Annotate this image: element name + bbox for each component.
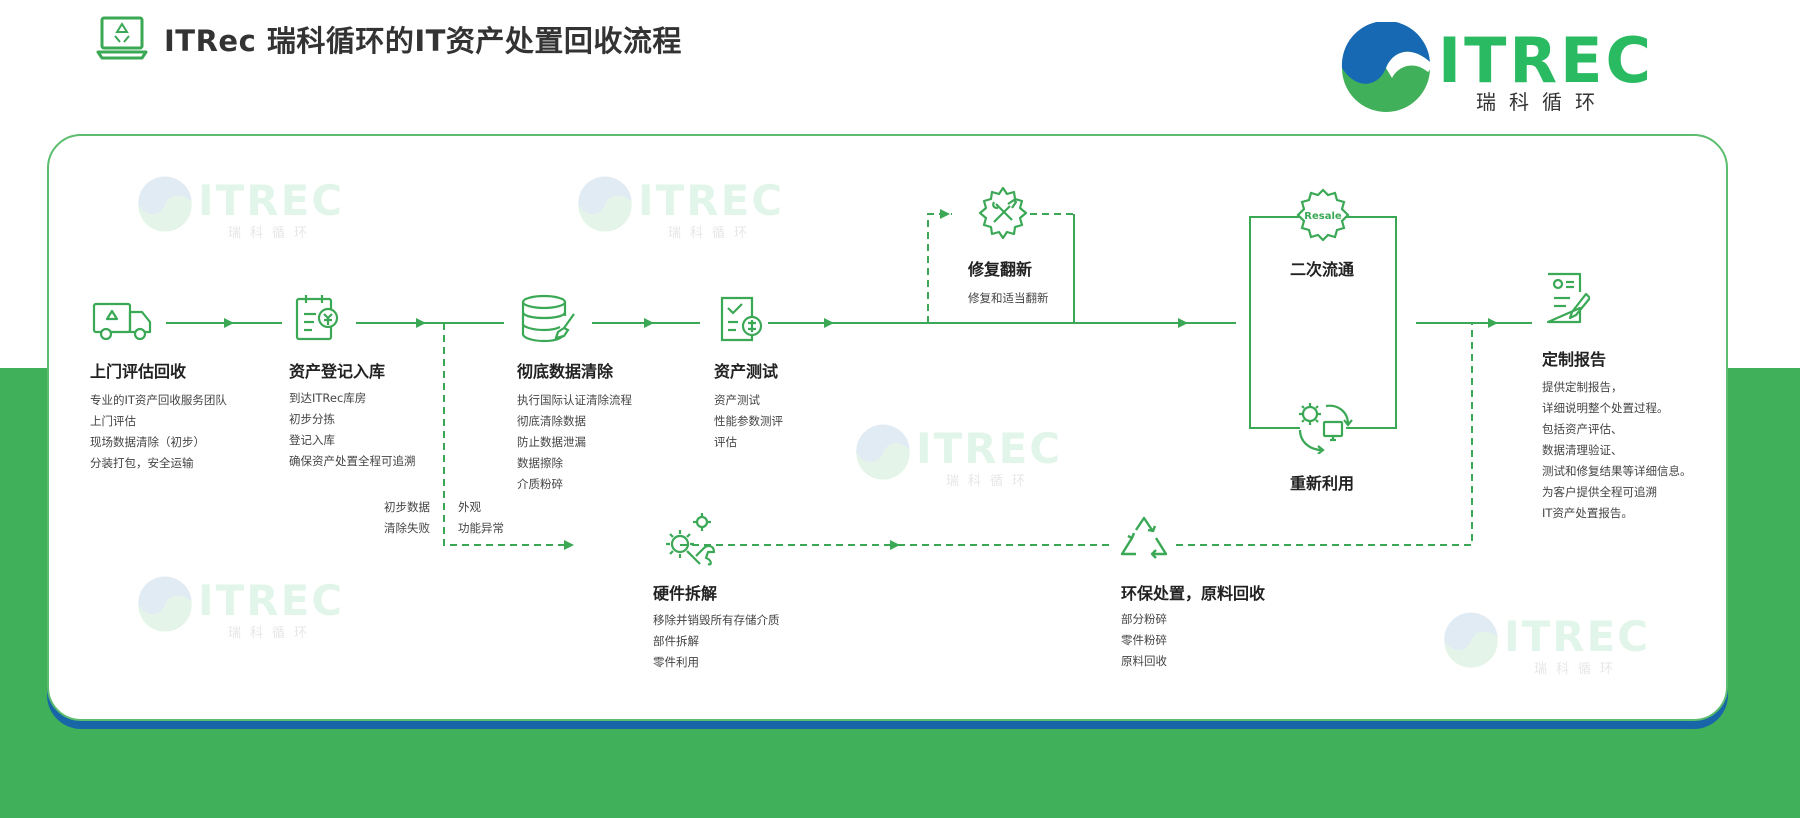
step-title-resale: 二次流通 [1290, 260, 1355, 279]
desc-line: 登记入库 [289, 433, 335, 447]
checklist-coin-icon [720, 296, 763, 342]
step-desc-register: 到达ITRec库房 初步分拣 登记入库 确保资产处置全程可追溯 [289, 388, 416, 472]
desc-line: 执行国际认证清除流程 [517, 393, 632, 407]
step-desc-refurb: 修复和适当翻新 [968, 288, 1049, 309]
logo-swirl-icon [1341, 22, 1431, 112]
refurb-loop [927, 213, 952, 323]
step-desc-test: 资产测试 性能参数测评 评估 [714, 390, 783, 453]
step-title-pickup: 上门评估回收 [90, 362, 187, 381]
step-desc-dismantle: 移除并销毁所有存储介质 部件拆解 零件利用 [653, 610, 780, 673]
header: ITRec 瑞科循环的IT资产处置回收流程 [96, 14, 682, 64]
fail-branch-line [443, 323, 572, 546]
recycle-triangle-icon [1120, 516, 1168, 559]
desc-line: 专业的IT资产回收服务团队 [90, 393, 227, 407]
recycle-report-line [1176, 323, 1473, 546]
desc-line: 包括资产评估、 [1542, 422, 1623, 436]
branch-label-wipe-fail: 初步数据 清除失败 [384, 497, 430, 539]
gears-wrench-icon [666, 513, 716, 566]
desc-line: 确保资产处置全程可追溯 [289, 454, 416, 468]
desc-line: 到达ITRec库房 [289, 391, 367, 405]
resale-badge-label: Resale [1304, 211, 1342, 222]
desc-line: 详细说明整个处置过程。 [1542, 401, 1669, 415]
desc-line: 移除并销毁所有存储介质 [653, 613, 780, 627]
branch-line: 初步数据 [384, 500, 430, 514]
step-title-test: 资产测试 [714, 362, 779, 381]
process-card [47, 134, 1728, 721]
branch-label-test-fail: 外观 功能异常 [458, 497, 504, 539]
desc-line: 现场数据清除（初步） [90, 435, 205, 449]
desc-line: 资产测试 [714, 393, 760, 407]
desc-line: 性能参数测评 [714, 414, 783, 428]
desc-line: 零件利用 [653, 655, 699, 669]
step-desc-wipe: 执行国际认证清除流程 彻底清除数据 防止数据泄漏 数据擦除 介质粉碎 [517, 390, 632, 495]
desc-line: IT资产处置报告。 [1542, 506, 1633, 520]
desc-line: 防止数据泄漏 [517, 435, 586, 449]
gear-tools-icon [978, 186, 1028, 240]
step-title-recycle: 环保处置，原料回收 [1121, 584, 1266, 603]
document-pen-icon [1546, 272, 1590, 324]
step-title-dismantle: 硬件拆解 [653, 584, 718, 603]
desc-line: 分装打包，安全运输 [90, 456, 194, 470]
desc-line: 上门评估 [90, 414, 136, 428]
desc-line: 提供定制报告， [1542, 380, 1623, 394]
page-title: ITRec 瑞科循环的IT资产处置回收流程 [164, 24, 682, 58]
step-title-wipe: 彻底数据清除 [517, 362, 614, 381]
resale-badge-icon: Resale [1296, 188, 1350, 242]
recycle-truck-icon [92, 302, 152, 341]
desc-line: 部件拆解 [653, 634, 699, 648]
gear-monitor-cycle-icon [1298, 403, 1353, 454]
clipboard-money-icon [295, 295, 339, 341]
step-title-register: 资产登记入库 [289, 362, 386, 381]
step-title-reuse: 重新利用 [1290, 474, 1355, 493]
desc-line: 评估 [714, 435, 737, 449]
step-desc-recycle: 部分粉碎 零件粉碎 原料回收 [1121, 609, 1167, 672]
desc-line: 初步分拣 [289, 412, 335, 426]
desc-line: 为客户提供全程可追溯 [1542, 485, 1657, 499]
desc-line: 彻底清除数据 [517, 414, 586, 428]
branch-line: 功能异常 [458, 521, 504, 535]
step-desc-pickup: 专业的IT资产回收服务团队 上门评估 现场数据清除（初步） 分装打包，安全运输 [90, 390, 227, 474]
brand-logo: ITREC 瑞科循环 [1340, 20, 1651, 120]
desc-line: 原料回收 [1121, 654, 1167, 668]
desc-line: 修复和适当翻新 [968, 291, 1049, 305]
resale-reuse-bracket [1249, 216, 1300, 429]
laptop-recycle-icon [96, 16, 148, 60]
desc-line: 数据擦除 [517, 456, 563, 470]
desc-line: 数据清理验证、 [1542, 443, 1623, 457]
step-desc-report: 提供定制报告， 详细说明整个处置过程。 包括资产评估、 数据清理验证、 测试和修… [1542, 377, 1692, 524]
branch-line: 清除失败 [384, 521, 430, 535]
desc-line: 测试和修复结果等详细信息。 [1542, 464, 1692, 478]
desc-line: 零件粉碎 [1121, 633, 1167, 647]
step-title-report: 定制报告 [1542, 350, 1607, 369]
logo-subtitle: 瑞科循环 [1476, 90, 1608, 114]
logo-text: ITREC [1438, 24, 1654, 97]
desc-line: 部分粉碎 [1121, 612, 1167, 626]
step-title-refurb: 修复翻新 [968, 260, 1033, 279]
branch-line: 外观 [458, 500, 481, 514]
database-brush-icon [521, 294, 575, 343]
desc-line: 介质粉碎 [517, 477, 563, 491]
